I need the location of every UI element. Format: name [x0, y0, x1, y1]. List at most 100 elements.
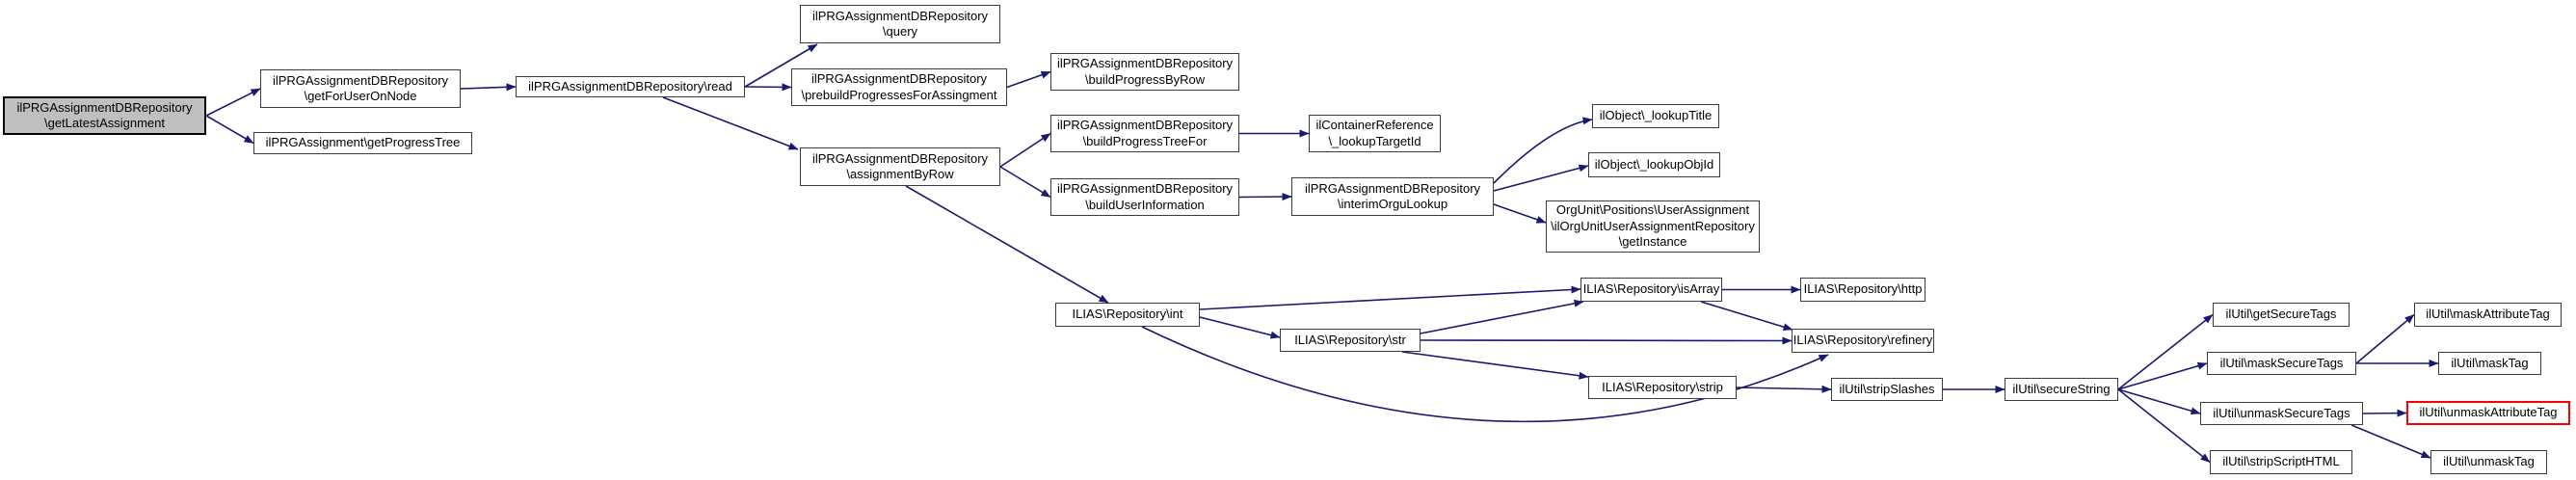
graph-node-label: ILIAS\Repository\str: [1294, 332, 1406, 347]
graph-node-label: \buildProgressTreeFor: [1082, 133, 1208, 148]
graph-node-maskAttributeTag[interactable]: ilUtil\maskAttributeTag: [2414, 303, 2562, 327]
graph-node-maskTag[interactable]: ilUtil\maskTag: [2438, 352, 2541, 375]
call-edge-maskSecureTags-to-maskAttributeTag: [2355, 313, 2415, 364]
graph-node-label: \query: [882, 24, 918, 39]
call-edge-assignmentByRow-to-buildProgressTreeFor: [999, 132, 1051, 168]
graph-node-http[interactable]: ILIAS\Repository\http: [1800, 278, 1925, 302]
graph-node-label: ILIAS\Repository\refinery: [1793, 333, 1933, 348]
graph-node-label: ILIAS\Repository\http: [1803, 281, 1923, 297]
graph-node-label: ilUtil\maskSecureTags: [2219, 355, 2344, 370]
graph-node-label: \buildProgressByRow: [1084, 71, 1206, 87]
call-edge-int-to-isArray: [1199, 285, 1581, 310]
graph-node-label: \getForUserOnNode: [304, 89, 417, 103]
call-edge-assignmentByRow-to-buildUserInformation: [999, 166, 1051, 199]
graph-node-label: ilPRGAssignmentDBRepository: [811, 8, 989, 23]
call-edge-interimOrguLookup-to-getInstance: [1493, 203, 1547, 224]
graph-node-label: ilObject\_lookupTitle: [1599, 108, 1713, 123]
call-edge-read-to-prebuildProgresses: [744, 83, 792, 92]
graph-node-label: ilPRGAssignmentDBRepository: [272, 72, 449, 88]
graph-node-label: ilUtil\unmaskSecureTags: [2213, 405, 2350, 420]
graph-node-buildProgressByRow[interactable]: ilPRGAssignmentDBRepository\buildProgres…: [1050, 53, 1239, 91]
call-edge-int-to-str: [1199, 316, 1281, 339]
call-edge-secureString-to-maskSecureTags: [2117, 361, 2208, 390]
graph-node-lookupTargetId[interactable]: ilContainerReference\_lookupTargetId: [1309, 115, 1441, 152]
graph-node-getLatestAssignment[interactable]: ilPRGAssignmentDBRepository\getLatestAss…: [3, 96, 206, 135]
graph-node-label: ilUtil\stripScriptHTML: [2222, 454, 2340, 469]
graph-node-getSecureTags[interactable]: ilUtil\getSecureTags: [2213, 303, 2350, 327]
graph-node-label: ilUtil\unmaskTag: [2443, 454, 2535, 469]
graph-node-stripScriptHTML[interactable]: ilUtil\stripScriptHTML: [2210, 450, 2352, 474]
graph-node-label: \getLatestAssignment: [43, 116, 166, 130]
graph-node-label: ILIAS\Repository\isArray: [1582, 281, 1720, 297]
graph-node-unmaskTag[interactable]: ilUtil\unmaskTag: [2430, 450, 2547, 474]
graph-node-int[interactable]: ILIAS\Repository\int: [1055, 303, 1200, 327]
graph-node-label: ilPRGAssignmentDBRepository: [1056, 181, 1234, 196]
graph-node-label: \interimOrguLookup: [1337, 197, 1448, 211]
graph-node-label: ILIAS\Repository\strip: [1602, 379, 1723, 394]
call-edge-buildUserInformation-to-interimOrguLookup: [1238, 193, 1292, 201]
graph-node-label: ilPRGAssignmentDBRepository: [811, 150, 989, 166]
call-edge-read-to-query: [744, 43, 818, 88]
call-edge-str-to-strip: [1401, 351, 1589, 380]
graph-node-label: ilPRGAssignmentDBRepository: [1056, 56, 1234, 70]
graph-node-label: ilUtil\stripSlashes: [1839, 381, 1935, 396]
graph-node-label: ilContainerReference: [1315, 118, 1434, 132]
graph-node-str[interactable]: ILIAS\Repository\str: [1280, 329, 1421, 352]
graph-node-label: ilPRGAssignmentDBRepository: [1304, 180, 1481, 196]
graph-node-label: ilUtil\secureString: [2012, 381, 2111, 396]
graph-node-label: \ilOrgUnitUserAssignmentRepository: [1551, 218, 1755, 233]
graph-node-buildUserInformation[interactable]: ilPRGAssignmentDBRepository\buildUserInf…: [1050, 178, 1239, 216]
graph-node-read[interactable]: ilPRGAssignmentDBRepository\read: [516, 76, 745, 97]
call-edge-secureString-to-getSecureTags: [2117, 313, 2214, 390]
graph-node-unmaskAttributeTag[interactable]: ilUtil\unmaskAttributeTag: [2406, 401, 2570, 425]
call-edge-assignmentByRow-to-int: [905, 185, 1109, 304]
graph-node-label: \buildUserInformation: [1085, 197, 1205, 212]
graph-node-unmaskSecureTags[interactable]: ilUtil\unmaskSecureTags: [2200, 402, 2363, 425]
call-edge-strip-to-stripSlashes: [1736, 385, 1832, 393]
graph-node-interimOrguLookup[interactable]: ilPRGAssignmentDBRepository\interimOrguL…: [1291, 177, 1494, 216]
graph-node-strip[interactable]: ILIAS\Repository\strip: [1588, 376, 1737, 399]
call-edge-unmaskSecureTags-to-unmaskTag: [2350, 424, 2431, 459]
call-edge-interimOrguLookup-to-lookupObjId: [1493, 164, 1589, 192]
graph-node-buildProgressTreeFor[interactable]: ilPRGAssignmentDBRepository\buildProgres…: [1050, 115, 1239, 152]
graph-node-label: OrgUnit\Positions\UserAssignment: [1555, 202, 1750, 218]
graph-node-getInstance[interactable]: OrgUnit\Positions\UserAssignment\ilOrgUn…: [1546, 200, 1760, 253]
graph-node-label: ilPRGAssignmentDBRepository: [16, 99, 193, 115]
graph-node-label: ilUtil\getSecureTags: [2225, 307, 2337, 322]
graph-node-lookupTitle[interactable]: ilObject\_lookupTitle: [1592, 104, 1719, 128]
graph-node-query[interactable]: ilPRGAssignmentDBRepository\query: [800, 5, 1000, 43]
call-edge-str-to-refinery: [1420, 336, 1793, 345]
graph-node-label: \getInstance: [1618, 234, 1687, 250]
call-edge-interimOrguLookup-to-lookupTitle: [1493, 117, 1593, 184]
graph-node-label: ilPRGAssignmentDBRepository: [810, 71, 988, 86]
graph-node-label: \prebuildProgressesForAssingment: [801, 87, 997, 102]
graph-node-label: ilPRGAssignmentDBRepository: [1056, 118, 1234, 132]
graph-node-isArray[interactable]: ILIAS\Repository\isArray: [1580, 278, 1722, 302]
call-edge-str-to-isArray: [1420, 299, 1584, 334]
graph-node-label: ilUtil\unmaskAttributeTag: [2419, 405, 2558, 420]
call-edge-unmaskSecureTags-to-unmaskAttributeTag: [2362, 409, 2407, 417]
graph-node-label: ilUtil\maskTag: [2451, 355, 2529, 370]
graph-node-getProgressTree[interactable]: ilPRGAssignment\getProgressTree: [253, 132, 472, 154]
graph-node-stripSlashes[interactable]: ilUtil\stripSlashes: [1831, 378, 1943, 401]
call-edge-prebuildProgresses-to-buildProgressByRow: [1006, 70, 1051, 89]
graph-node-assignmentByRow[interactable]: ilPRGAssignmentDBRepository\assignmentBy…: [800, 147, 1000, 186]
graph-node-getForUserOnNode[interactable]: ilPRGAssignmentDBRepository\getForUserOn…: [260, 69, 461, 108]
graph-node-maskSecureTags[interactable]: ilUtil\maskSecureTags: [2207, 352, 2356, 375]
call-edge-secureString-to-stripScriptHTML: [2117, 388, 2211, 464]
graph-node-secureString[interactable]: ilUtil\secureString: [2005, 378, 2118, 401]
graph-node-label: \_lookupTargetId: [1328, 133, 1421, 148]
graph-node-lookupObjId[interactable]: ilObject\_lookupObjId: [1588, 152, 1720, 177]
graph-node-prebuildProgresses[interactable]: ilPRGAssignmentDBRepository\prebuildProg…: [791, 68, 1007, 106]
graph-node-refinery[interactable]: ILIAS\Repository\refinery: [1792, 329, 1934, 353]
call-edge-getForUserOnNode-to-read: [460, 83, 517, 92]
graph-node-label: ilPRGAssignment\getProgressTree: [265, 135, 461, 150]
graph-node-label: ilUtil\maskAttributeTag: [2426, 307, 2550, 322]
call-edge-read-to-assignmentByRow: [662, 96, 799, 150]
graph-node-label: \assignmentByRow: [846, 167, 954, 181]
call-edge-getLatestAssignment-to-getForUserOnNode: [205, 88, 261, 117]
graph-node-label: ILIAS\Repository\int: [1072, 307, 1183, 322]
call-edge-isArray-to-refinery: [1700, 301, 1793, 332]
